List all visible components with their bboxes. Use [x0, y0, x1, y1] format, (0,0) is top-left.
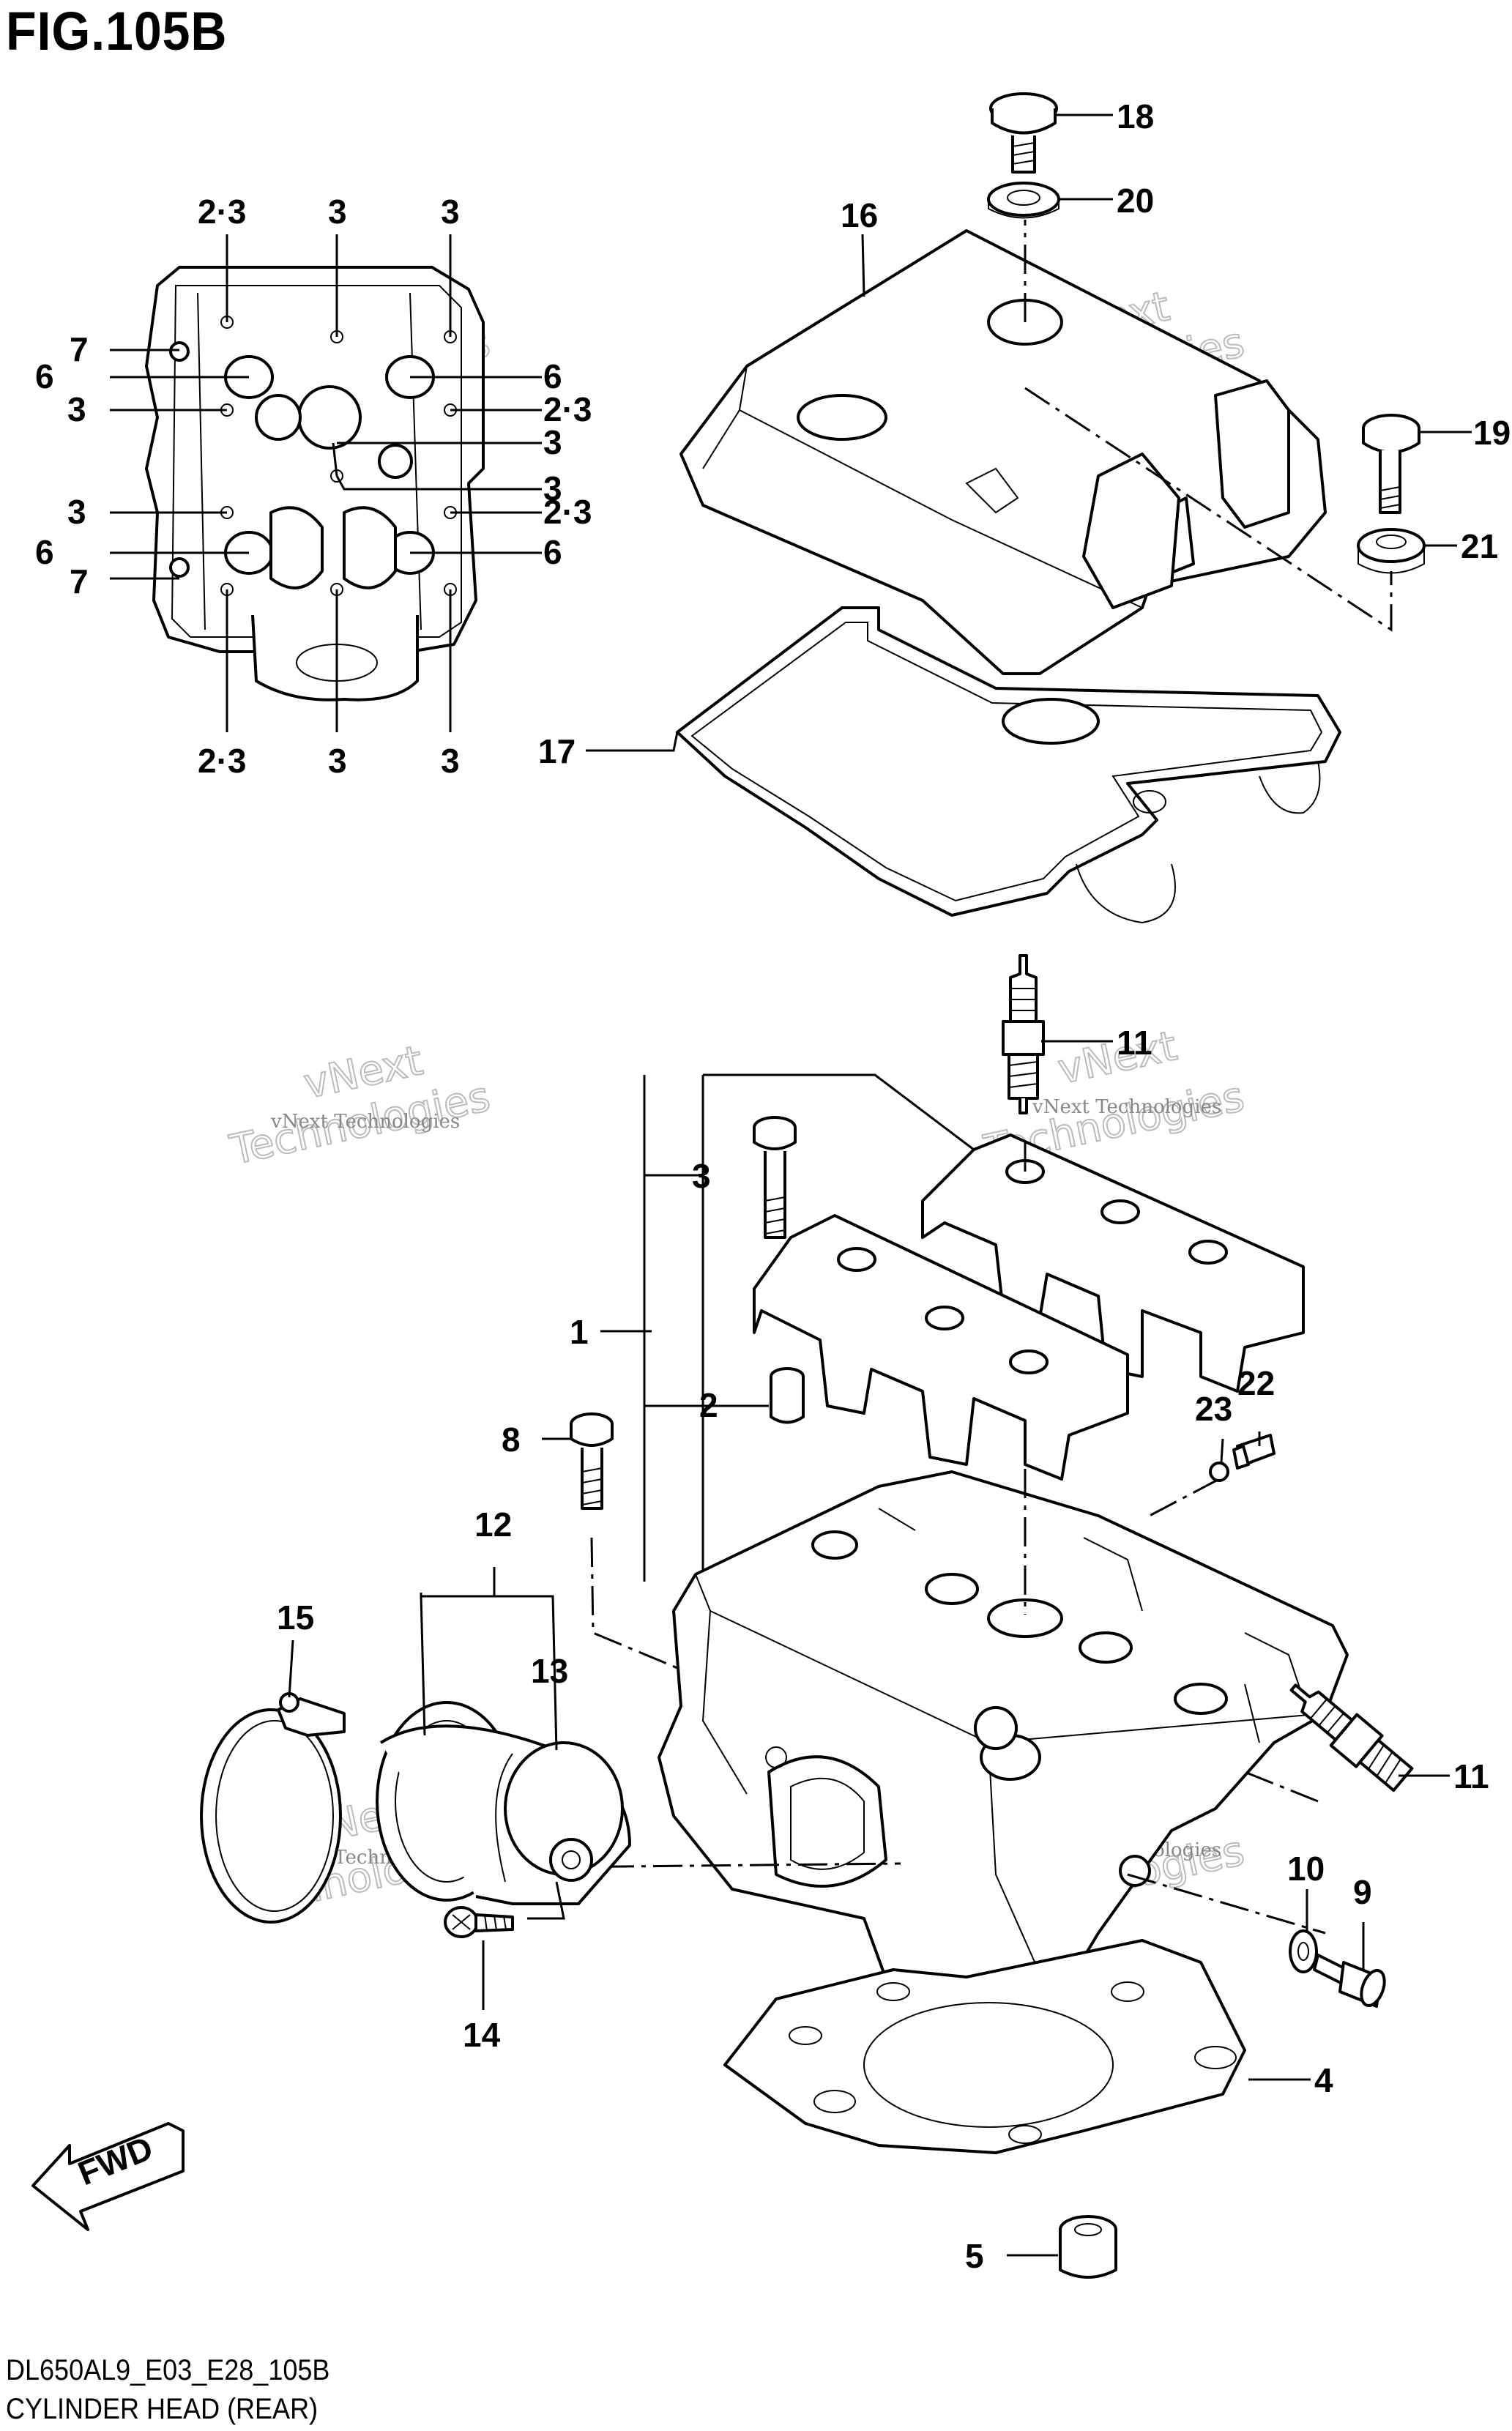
washer-10: [1289, 1929, 1318, 1973]
figure-name: CYLINDER HEAD (REAR): [6, 2393, 319, 2425]
inset-label: 3: [67, 390, 86, 428]
inset-label: 3: [543, 469, 562, 507]
washer-20: [987, 182, 1060, 219]
sensor-22: [1232, 1434, 1275, 1470]
part-label: 21: [1461, 527, 1498, 565]
inset-label: 3: [67, 493, 86, 531]
part-label: 19: [1473, 414, 1511, 452]
part-label: 20: [1117, 182, 1154, 220]
leader-dashed: [590, 1537, 682, 1671]
part-label: 2: [699, 1386, 718, 1424]
leader-dashed: [556, 1862, 901, 1869]
inset-label: 3: [328, 742, 347, 780]
bracket-leader: [600, 1075, 646, 1582]
inset-label: 6: [35, 533, 54, 571]
inset-label: 6: [35, 357, 54, 395]
watermark-small: vNext Technologies: [270, 1111, 460, 1133]
leader-dashed: [1127, 1873, 1326, 1935]
part-label: 4: [1314, 2061, 1333, 2099]
inset-label: 2·3: [198, 742, 246, 780]
bolt-8: [570, 1412, 614, 1510]
cylinder-head: [658, 1470, 1349, 2044]
part-label: 18: [1117, 97, 1154, 135]
bolt-9: [1313, 1954, 1386, 2008]
part-label: 10: [1287, 1850, 1325, 1888]
inset-label: 6: [543, 533, 562, 571]
part-label: 9: [1353, 1873, 1372, 1911]
cover-gasket: [676, 606, 1341, 924]
dowel-pin-2: [770, 1367, 805, 1424]
part-label: 5: [965, 2237, 984, 2275]
bracket-leader: [527, 1881, 565, 1920]
grommet-21: [1357, 528, 1426, 574]
figure-code: DL650AL9_E03_E28_105B: [6, 2354, 330, 2386]
cylinder-head-cover: [679, 229, 1327, 675]
inset-label: 3: [328, 193, 347, 231]
spark-plug-upper: [1002, 954, 1045, 1114]
inset-label: 2·3: [543, 493, 592, 531]
camshaft-holder: [753, 1214, 1129, 1481]
figure-title: FIG.105B: [6, 1, 228, 62]
part-label: 11: [1117, 1024, 1152, 1062]
intake-pipe: [376, 1701, 631, 1905]
inset-label: 3: [543, 423, 562, 461]
head-gasket: [723, 1939, 1246, 2154]
part-label: 15: [277, 1598, 314, 1637]
inset-head-top-view: 2·3 3 3 7 6 3 3 6 7 6 2·3 3 3 2·3 6 2·3 …: [35, 193, 592, 780]
inset-label: 3: [441, 193, 460, 231]
leader-dashed: [1149, 1478, 1220, 1517]
dowel-pin-5: [1059, 2215, 1117, 2279]
bolt-19: [1362, 414, 1420, 514]
bolt-3: [753, 1116, 797, 1239]
spark-plug-side: [1289, 1683, 1414, 1792]
part-label: 13: [531, 1652, 568, 1690]
leader-dashed: [1244, 1771, 1319, 1803]
fwd-arrow-icon: FWD: [31, 2122, 185, 2231]
part-label: 22: [1237, 1364, 1275, 1402]
camshaft-holder: [921, 1133, 1305, 1393]
inset-label: 3: [441, 742, 460, 780]
pipe-clamp: [200, 1692, 346, 1924]
inset-label: 6: [543, 357, 562, 395]
inset-label: 7: [70, 330, 89, 368]
part-label: 16: [841, 196, 878, 234]
watermark-small: vNext Technologies: [1032, 1096, 1221, 1118]
inset-label: 2·3: [543, 390, 592, 428]
part-label: 3: [692, 1157, 711, 1195]
callout-leaders: [288, 113, 1472, 2257]
leader-dashed: [1024, 387, 1393, 632]
o-ring-23: [1209, 1462, 1229, 1482]
part-number-labels: 18 20 16 19 21 17 11 3 1 2 8 22 23 12 13…: [277, 97, 1511, 2275]
part-label: 14: [463, 2016, 501, 2054]
bracket-leader: [420, 1567, 558, 1751]
part-label: 12: [474, 1505, 512, 1544]
bolt-18: [989, 92, 1058, 174]
part-label: 23: [1195, 1390, 1232, 1428]
inset-label: 2·3: [198, 193, 246, 231]
part-label: 11: [1453, 1757, 1489, 1795]
part-label: 1: [570, 1313, 589, 1351]
part-label: 17: [538, 732, 576, 770]
bracket-leader: [644, 1073, 975, 1579]
inset-label: 7: [70, 562, 89, 600]
screw-14: [444, 1906, 514, 1938]
part-label: 8: [502, 1421, 521, 1459]
